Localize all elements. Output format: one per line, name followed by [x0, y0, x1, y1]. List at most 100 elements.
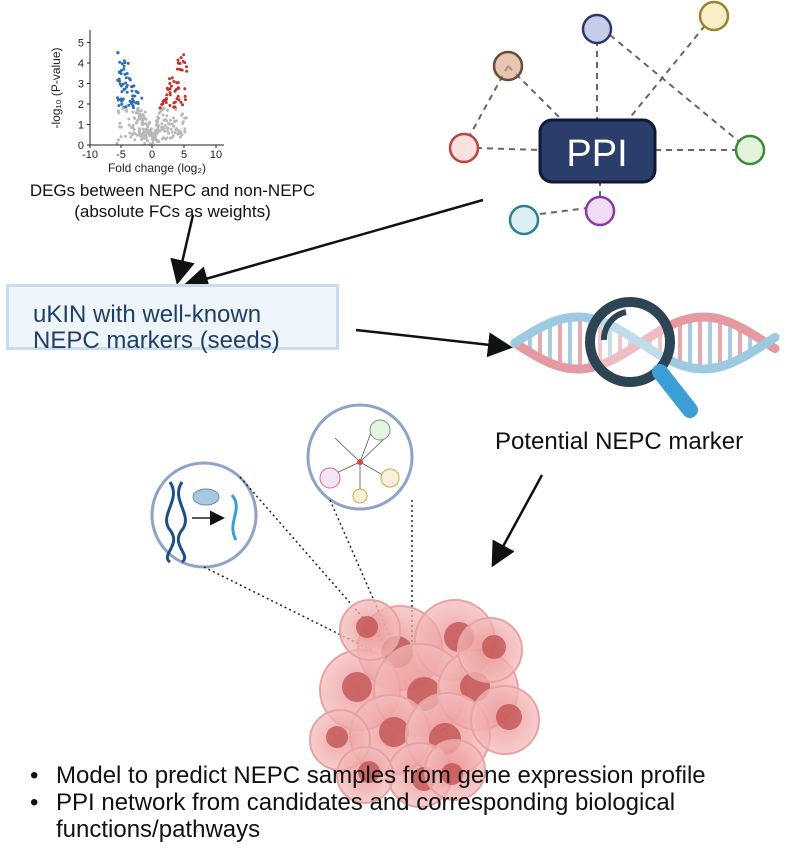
dna-helix — [510, 312, 780, 374]
volcano-point — [183, 127, 187, 131]
ppi-box — [538, 118, 657, 184]
cell-nucleus — [326, 726, 348, 748]
volcano-point — [174, 88, 178, 91]
volcano-point — [123, 87, 127, 91]
volcano-point — [146, 139, 150, 143]
volcano-point — [173, 105, 177, 109]
volcano-y-label: -log₁₀ (P-value) — [49, 47, 63, 128]
volcano-point — [126, 61, 130, 65]
volcano-point — [166, 129, 170, 133]
volcano-point — [132, 84, 136, 88]
volcano-point — [128, 78, 132, 82]
y-tick-3: 3 — [78, 79, 84, 91]
degs-caption: DEGs between NEPC and non-NEPC (absolute… — [0, 180, 345, 222]
volcano-point — [179, 56, 183, 60]
volcano-point — [151, 141, 155, 145]
bullet-item-1: • Model to predict NEPC samples from gen… — [30, 762, 800, 789]
volcano-point — [183, 130, 187, 133]
degs-caption-line2: (absolute FCs as weights) — [74, 202, 271, 221]
volcano-point — [157, 124, 161, 128]
ppi-node-brown — [492, 50, 524, 82]
volcano-point — [129, 135, 133, 139]
volcano-point — [118, 121, 122, 125]
volcano-point — [131, 110, 135, 114]
cell-nucleus — [356, 616, 378, 638]
volcano-point — [176, 94, 180, 98]
ppi-node-blue — [581, 13, 613, 45]
volcano-point — [177, 128, 180, 132]
volcano-point — [166, 108, 169, 112]
volcano-point — [117, 70, 121, 74]
arrow-marker-to-cells — [491, 474, 544, 568]
volcano-point — [174, 128, 178, 132]
volcano-point — [185, 65, 188, 69]
volcano-point — [163, 117, 167, 121]
degs-caption-line1: DEGs between NEPC and non-NEPC — [29, 181, 316, 200]
volcano-point — [167, 122, 171, 126]
volcano-point — [122, 59, 126, 63]
volcano-point — [121, 107, 125, 111]
volcano-point — [118, 79, 121, 83]
volcano-point — [117, 77, 121, 81]
volcano-point — [172, 116, 176, 120]
volcano-point — [170, 130, 174, 134]
volcano-point — [162, 106, 166, 110]
volcano-y-ticks: 0 1 2 3 4 5 — [78, 38, 90, 152]
y-tick-2: 2 — [78, 99, 84, 111]
volcano-point — [165, 114, 169, 118]
volcano-point — [141, 117, 144, 121]
volcano-point — [172, 101, 176, 105]
volcano-point — [179, 130, 183, 134]
volcano-point — [120, 62, 124, 66]
volcano-point — [131, 126, 135, 130]
volcano-point — [120, 99, 124, 103]
magnifier-handle — [652, 364, 698, 418]
bullet-dot-1: • — [30, 762, 39, 789]
arrow-ppi-to-ukin — [183, 198, 484, 291]
volcano-point — [127, 103, 131, 107]
bullet-item-2: • PPI network from candidates and corres… — [30, 789, 800, 843]
volcano-point — [117, 104, 121, 108]
ppi-edges — [463, 16, 743, 215]
volcano-point — [172, 80, 176, 83]
volcano-point — [167, 131, 170, 135]
volcano-point — [146, 125, 150, 129]
volcano-point — [168, 104, 172, 107]
volcano-point — [155, 132, 159, 136]
volcano-point — [163, 123, 167, 127]
volcano-point — [161, 113, 165, 117]
volcano-point — [125, 84, 129, 87]
volcano-point — [138, 128, 141, 132]
volcano-point — [127, 123, 131, 127]
ppi-network: PPI — [448, 0, 766, 236]
volcano-point — [177, 98, 181, 102]
volcano-point — [133, 94, 137, 98]
volcano-point — [120, 102, 124, 106]
ppi-label: PPI — [566, 133, 627, 175]
volcano-point — [181, 122, 185, 125]
volcano-point — [130, 89, 134, 93]
volcano-point — [147, 132, 151, 136]
volcano-point — [117, 138, 120, 142]
volcano-point — [132, 116, 136, 120]
volcano-point — [131, 99, 135, 103]
volcano-point — [145, 131, 149, 135]
volcano-point — [136, 118, 140, 122]
volcano-point — [165, 93, 169, 97]
x-tick-10: 10 — [210, 149, 222, 161]
volcano-point — [138, 130, 142, 134]
cell-nucleus — [496, 704, 522, 730]
ukin-line1: uKIN with well-known — [33, 301, 262, 328]
volcano-point — [134, 101, 138, 105]
volcano-point — [166, 88, 170, 91]
volcano-point — [127, 117, 131, 121]
volcano-point — [143, 117, 147, 120]
volcano-plot: 0 1 2 3 4 5 -10 -5 0 5 10 Fold change (l… — [49, 30, 224, 175]
volcano-point — [148, 130, 152, 133]
volcano-point — [124, 108, 128, 112]
network-inset — [306, 403, 414, 511]
volcano-x-label: Fold change (log₂) — [108, 161, 206, 175]
volcano-point — [136, 90, 140, 94]
flow-arrows — [170, 198, 544, 568]
